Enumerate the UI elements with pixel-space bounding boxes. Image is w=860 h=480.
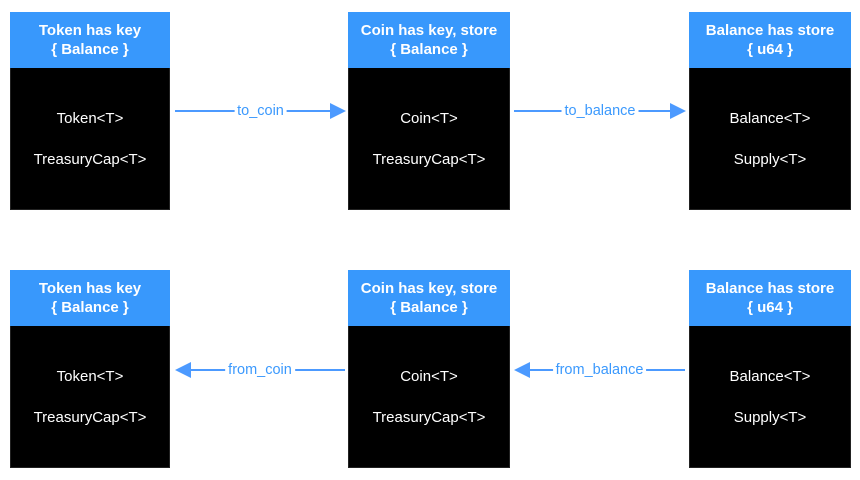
arrow-from-balance: from_balance [514, 362, 685, 378]
node-token-bottom-header: Token has key { Balance } [10, 270, 170, 326]
arrow-label: from_balance [552, 362, 647, 378]
arrow-to-coin: to_coin [175, 103, 346, 119]
node-coin-bottom: Coin has key, store { Balance } Coin<T> … [348, 270, 510, 468]
node-field: Balance<T> [729, 109, 811, 127]
node-field: Coin<T> [400, 367, 458, 385]
node-balance-bottom: Balance has store { u64 } Balance<T> Sup… [689, 270, 851, 468]
node-coin-top: Coin has key, store { Balance } Coin<T> … [348, 12, 510, 210]
arrow-label: to_balance [561, 103, 639, 119]
node-header-line2: { Balance } [390, 299, 468, 316]
node-balance-top: Balance has store { u64 } Balance<T> Sup… [689, 12, 851, 210]
arrow-label: from_coin [225, 362, 295, 378]
node-balance-bottom-header: Balance has store { u64 } [689, 270, 851, 326]
node-header-line1: Token has key [38, 22, 142, 39]
arrowhead-left-icon [514, 362, 530, 378]
node-field: Balance<T> [729, 367, 811, 385]
node-header-line1: Token has key [38, 280, 142, 297]
node-field: Supply<T> [733, 150, 807, 168]
node-token-bottom: Token has key { Balance } Token<T> Treas… [10, 270, 170, 468]
node-coin-top-body: Coin<T> TreasuryCap<T> [348, 68, 510, 210]
node-coin-bottom-body: Coin<T> TreasuryCap<T> [348, 326, 510, 468]
arrow-from-coin: from_coin [175, 362, 345, 378]
node-balance-top-header: Balance has store { u64 } [689, 12, 851, 68]
node-field: TreasuryCap<T> [33, 408, 147, 426]
arrowhead-right-icon [330, 103, 346, 119]
node-field: TreasuryCap<T> [372, 408, 486, 426]
node-header-line2: { u64 } [747, 299, 793, 316]
node-header-line1: Coin has key, store [360, 22, 498, 39]
node-header-line2: { Balance } [51, 41, 129, 58]
node-header-line2: { Balance } [390, 41, 468, 58]
node-field: Coin<T> [400, 109, 458, 127]
node-field: Token<T> [56, 367, 124, 385]
node-token-top-body: Token<T> TreasuryCap<T> [10, 68, 170, 210]
node-balance-bottom-body: Balance<T> Supply<T> [689, 326, 851, 468]
arrow-label: to_coin [234, 103, 287, 119]
node-header-line2: { Balance } [51, 299, 129, 316]
node-coin-bottom-header: Coin has key, store { Balance } [348, 270, 510, 326]
arrow-to-balance: to_balance [514, 103, 686, 119]
node-field: TreasuryCap<T> [372, 150, 486, 168]
node-balance-top-body: Balance<T> Supply<T> [689, 68, 851, 210]
node-token-top: Token has key { Balance } Token<T> Treas… [10, 12, 170, 210]
arrowhead-left-icon [175, 362, 191, 378]
node-coin-top-header: Coin has key, store { Balance } [348, 12, 510, 68]
node-token-top-header: Token has key { Balance } [10, 12, 170, 68]
node-field: Token<T> [56, 109, 124, 127]
node-field: TreasuryCap<T> [33, 150, 147, 168]
arrowhead-right-icon [670, 103, 686, 119]
node-header-line2: { u64 } [747, 41, 793, 58]
node-header-line1: Balance has store [705, 280, 835, 297]
node-token-bottom-body: Token<T> TreasuryCap<T> [10, 326, 170, 468]
node-field: Supply<T> [733, 408, 807, 426]
node-header-line1: Coin has key, store [360, 280, 498, 297]
node-header-line1: Balance has store [705, 22, 835, 39]
